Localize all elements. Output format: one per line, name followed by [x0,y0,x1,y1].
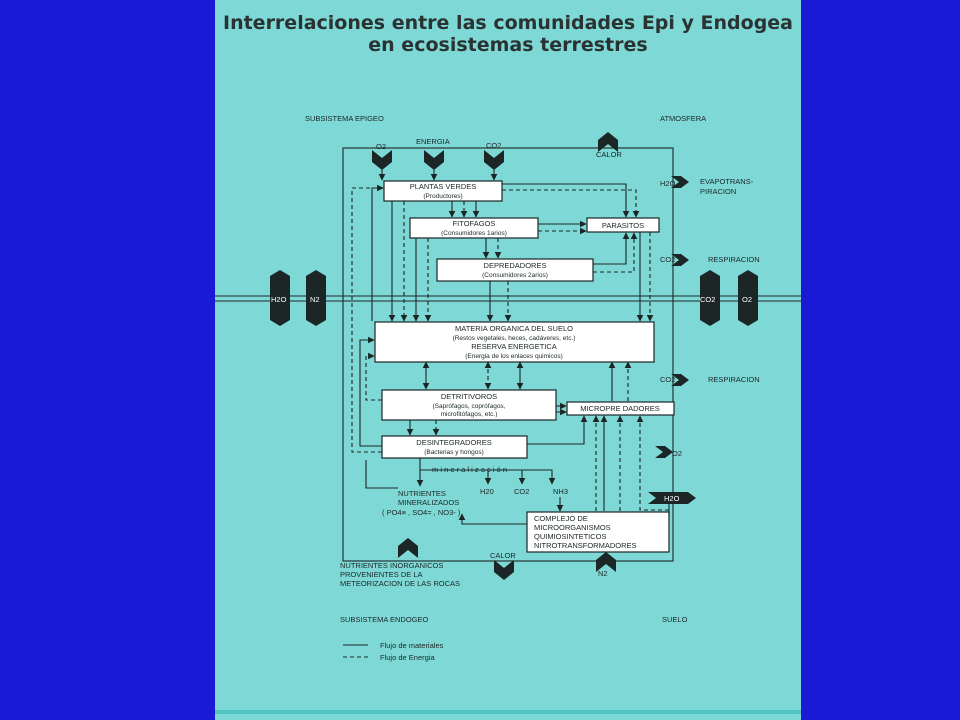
materia-organica-box [374,321,655,363]
title-line-2: en ecosistemas terrestres [368,34,648,56]
o2-right-label: O2 [672,449,682,458]
depredadores-subtitle: (Consumidores 2arios) [482,272,548,279]
n2-bottom-label: N2 [598,569,608,578]
plantas-verdes-box [383,180,503,202]
fitofagos-title: FITOFAGOS [453,219,496,228]
h2o-right-label: H2O [664,494,680,503]
desintegradores-subtitle: (Bacterias y hongos) [424,449,484,456]
materia-detail: (Restos vegetales, heces, cadáveres, etc… [453,335,576,342]
inorg-line-3: METEORIZACION DE LAS ROCAS [340,579,460,588]
mineralizacion-label: m i n e r a l i z a c i ó n [432,465,507,474]
nutrientes-line-1: NUTRIENTES [398,489,446,498]
h2o-evapo-label: H2O [660,179,676,188]
calor-top-label: CALOR [596,150,622,159]
h2o-right-tag [648,492,696,504]
evapo-line-1: EVAPOTRANS- [700,177,754,186]
evapo-line-2: PIRACION [700,187,736,196]
title-line-1: Interrelaciones entre las comunidades Ep… [223,12,793,34]
h2o-output-label: H20 [480,487,494,496]
complejo-line-1: COMPLEJO DE [534,514,588,523]
co2-output-label: CO2 [514,487,529,496]
reserva-detail: (Energia de los enlaces quimicos) [465,353,563,360]
energia-input-arrow [424,150,444,170]
inorg-line-2: PROVENIENTES DE LA [340,570,423,579]
energia-input-label: ENERGIA [416,137,450,146]
parasitos-box [586,217,660,233]
region-epigeo-label: SUBSISTEMA EPIGEO [305,114,384,123]
depredadores-box [436,258,594,282]
plantas-title: PLANTAS VERDES [410,182,477,191]
complejo-line-3: QUIMIOSINTETICOS [534,532,607,541]
plantas-subtitle: (Productores) [423,193,462,200]
respiracion-label-1: RESPIRACION [708,255,760,264]
calor-bottom-tag [494,560,514,580]
depredadores-title: DEPREDADORES [484,261,547,270]
calor-output-arrow [598,132,618,152]
respiracion-label-2: RESPIRACION [708,375,760,384]
detritivoros-detail-1: (Saprófagos, coprófagos, [433,403,506,410]
micropredadores-box [566,401,675,416]
nutrientes-line-2: MINERALIZADOS [398,498,459,507]
n2-boundary-tag [306,270,326,326]
inorg-input-tag [398,538,418,558]
desintegradores-title: DESINTEGRADORES [416,438,491,447]
ecosystem-frame [342,147,674,562]
o2-right-tag [655,446,673,458]
parasitos-title: PARASITOS [602,221,644,230]
materia-title: MATERIA ORGANICA DEL SUELO [455,324,573,333]
h2o-evapo-tag [671,176,689,188]
co2-resp-label-2: CO2 [660,375,675,384]
h2o-boundary-tag [270,270,290,326]
n2-boundary-label: N2 [310,295,320,304]
legend-materiales-label: Flujo de materiales [380,641,444,650]
fitofagos-subtitle: (Consumidores 1arios) [441,230,507,237]
inorg-line-1: NUTRIENTES INORGANICOS [340,561,443,570]
complejo-box [526,511,670,553]
co2-boundary-tag [700,270,720,326]
fitofagos-box [409,217,539,239]
co2-input-label: CO2 [486,141,501,150]
region-atmosfera-label: ATMOSFERA [660,114,706,123]
co2-boundary-label: CO2 [700,295,715,304]
complejo-line-4: NITROTRANSFORMADORES [534,541,637,550]
n2-bottom-tag [596,552,616,572]
legend-energia-label: Flujo de Energia [380,653,435,662]
o2-boundary-label: O2 [742,295,752,304]
region-suelo-label: SUELO [662,615,688,624]
o2-input-arrow [372,150,392,170]
detritivoros-box [381,389,557,421]
co2-resp-tag-2 [671,374,689,386]
complejo-line-2: MICROORGANISMOS [534,523,611,532]
co2-resp-label-1: CO2 [660,255,675,264]
nutrientes-line-3: ( PO4≡ , SO4= , NO3- ) [382,508,461,517]
calor-bottom-label: CALOR [490,551,516,560]
co2-input-arrow [484,150,504,170]
region-endogeo-label: SUBSISTEMA ENDOGEO [340,615,429,624]
h2o-boundary-label: H2O [271,295,287,304]
nh3-output-label: NH3 [553,487,568,496]
desintegradores-box [381,435,528,459]
detritivoros-title: DETRITIVOROS [441,392,497,401]
co2-resp-tag-1 [671,254,689,266]
micropredadores-title: MICROPRE DADORES [580,404,660,413]
reserva-title: RESERVA ENERGETICA [471,342,557,351]
o2-boundary-tag [738,270,758,326]
panel-bottom-line [215,710,801,714]
o2-input-label: O2 [376,142,386,151]
detritivoros-detail-2: microfitófagos, etc.) [441,411,498,418]
